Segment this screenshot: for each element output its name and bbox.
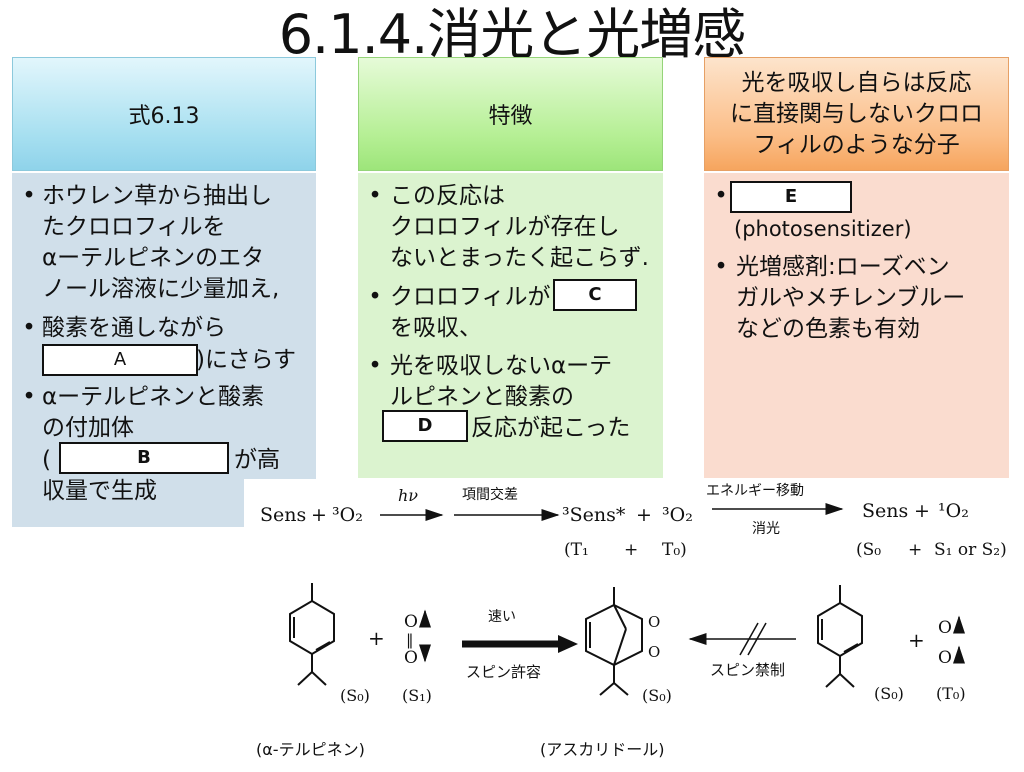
text-line: ( bbox=[42, 447, 51, 473]
text-line: が高 bbox=[234, 447, 280, 473]
blank-c-box: C bbox=[553, 279, 637, 311]
forbidden-slash bbox=[747, 622, 767, 656]
state-s1s2: S₁ or S₂) bbox=[934, 540, 1007, 560]
reaction-scheme: Sens + ³O₂ hν 項間交差 ³Sens* + ³O₂ (T₁ + T₀… bbox=[244, 479, 1024, 768]
ascaridole-structure bbox=[585, 587, 643, 696]
col2-body: • この反応は クロロフィルが存在し ないとまったく起こらず. • クロロフィル… bbox=[358, 173, 663, 478]
text-line: たクロロフィルを bbox=[42, 214, 226, 240]
plus-sign: + bbox=[914, 500, 930, 522]
bullet: • bbox=[22, 183, 36, 209]
singlet-oxygen-structure: O ‖ O bbox=[404, 609, 431, 668]
text-line: クロロフィルが bbox=[390, 284, 551, 310]
forbidden-slash bbox=[739, 622, 759, 656]
triplet-oxygen: ³O₂ bbox=[662, 504, 693, 526]
svg-text:O: O bbox=[938, 618, 952, 638]
triplet-oxygen: ³O₂ bbox=[332, 504, 363, 526]
blank-b-box: B bbox=[59, 442, 229, 474]
plus-sign: + bbox=[636, 504, 652, 526]
plus-sign: + bbox=[908, 540, 922, 560]
text-line: ないとまったく起こらず. bbox=[390, 245, 649, 271]
text-line: αーテルピネンのエタ bbox=[42, 245, 265, 271]
bullet: • bbox=[368, 284, 382, 310]
bullet: • bbox=[714, 183, 728, 209]
excited-sens: ³Sens* bbox=[562, 504, 626, 526]
state-t1: (T₁ bbox=[564, 540, 589, 560]
text-line: )にさらす bbox=[196, 347, 297, 373]
peroxide-o: O bbox=[648, 613, 660, 631]
svg-text:O: O bbox=[404, 648, 418, 668]
bullet: • bbox=[714, 254, 728, 280]
sens-label: Sens bbox=[260, 504, 306, 526]
text-line: 収量で生成 bbox=[42, 478, 157, 504]
state-s0: (S₀ bbox=[856, 540, 881, 560]
state-s1: (S₁) bbox=[402, 686, 432, 705]
hv-label: hν bbox=[398, 486, 418, 505]
arrow-fast-head bbox=[558, 635, 578, 653]
text-line: の付加体 bbox=[42, 415, 134, 441]
compound-name: (α-テルピネン) bbox=[256, 740, 365, 759]
blank-a-box: A bbox=[42, 344, 198, 376]
text-line: ホウレン草から抽出し bbox=[42, 183, 272, 209]
col2-header: 特徴 bbox=[358, 57, 663, 171]
triplet-oxygen-structure: O O bbox=[938, 615, 965, 668]
plus-sign: + bbox=[908, 628, 925, 652]
header-line: に直接関与しないクロロ bbox=[730, 100, 983, 127]
col1-header: 式6.13 bbox=[12, 57, 316, 171]
text-line: などの色素も有効 bbox=[736, 316, 920, 342]
text-line: 光増感剤:ローズベン bbox=[736, 254, 950, 280]
compound-name: (アスカリドール) bbox=[540, 740, 665, 759]
state-t0: T₀) bbox=[662, 540, 687, 560]
state-s0: (S₀) bbox=[642, 686, 672, 705]
text-line: 光を吸収しないαーテ bbox=[390, 353, 613, 379]
page-title: 6.1.4.消光と光増感 bbox=[278, 3, 747, 66]
text-line: クロロフィルが存在し bbox=[390, 214, 620, 240]
col3-header: 光を吸収し自らは反応 に直接関与しないクロロ フィルのような分子 bbox=[704, 57, 1009, 171]
text-line: 反応が起こった bbox=[471, 415, 631, 441]
bullet: • bbox=[368, 183, 382, 209]
spin-forbidden-label: スピン禁制 bbox=[710, 661, 785, 679]
alpha-terpinene-structure bbox=[289, 583, 335, 686]
text-line: ガルやメチレンブルー bbox=[736, 285, 966, 311]
text-line: この反応は bbox=[390, 183, 505, 209]
alpha-terpinene-structure bbox=[817, 585, 863, 688]
energy-transfer-label: エネルギー移動 bbox=[706, 483, 804, 499]
text-line: 酸素を通しながら bbox=[42, 315, 226, 341]
text-line: を吸収、 bbox=[390, 315, 482, 341]
bullet: • bbox=[22, 315, 36, 341]
state-s0: (S₀) bbox=[340, 686, 370, 705]
header-line: 光を吸収し自らは反応 bbox=[741, 69, 972, 96]
svg-text:O: O bbox=[938, 648, 952, 668]
svg-text:O: O bbox=[404, 612, 418, 632]
spin-allowed-label: スピン許容 bbox=[466, 663, 541, 681]
state-s0: (S₀) bbox=[874, 684, 904, 703]
text-line: (photosensitizer) bbox=[734, 217, 912, 241]
peroxide-o: O bbox=[648, 643, 660, 661]
bullet: • bbox=[22, 384, 36, 410]
plus-sign: + bbox=[624, 540, 638, 560]
blank-e-box: E bbox=[730, 181, 852, 213]
quench-label: 消光 bbox=[752, 521, 780, 537]
plus-sign: + bbox=[311, 504, 327, 526]
text-line: αーテルピネンと酸素 bbox=[42, 384, 265, 410]
sens-label: Sens bbox=[862, 500, 908, 522]
col1-body: • ホウレン草から抽出し たクロロフィルを αーテルピネンのエタ ノール溶液に少… bbox=[12, 173, 316, 527]
svg-text:‖: ‖ bbox=[406, 631, 414, 649]
blank-d-box: D bbox=[382, 410, 468, 442]
col3-body: • E (photosensitizer) • 光増感剤:ローズベン ガルやメチ… bbox=[704, 173, 1009, 478]
text-line: ノール溶液に少量加え, bbox=[42, 276, 280, 302]
isc-label: 項間交差 bbox=[462, 486, 518, 503]
state-t0: (T₀) bbox=[936, 684, 966, 703]
text-line: ルピネンと酸素の bbox=[390, 384, 574, 410]
plus-sign: + bbox=[368, 626, 385, 650]
singlet-oxygen: ¹O₂ bbox=[938, 500, 969, 522]
scheme-svg: Sens + ³O₂ hν 項間交差 ³Sens* + ³O₂ (T₁ + T₀… bbox=[256, 483, 1007, 759]
bullet: • bbox=[368, 353, 382, 379]
header-line: フィルのような分子 bbox=[753, 131, 960, 158]
fast-label: 速い bbox=[488, 609, 516, 625]
